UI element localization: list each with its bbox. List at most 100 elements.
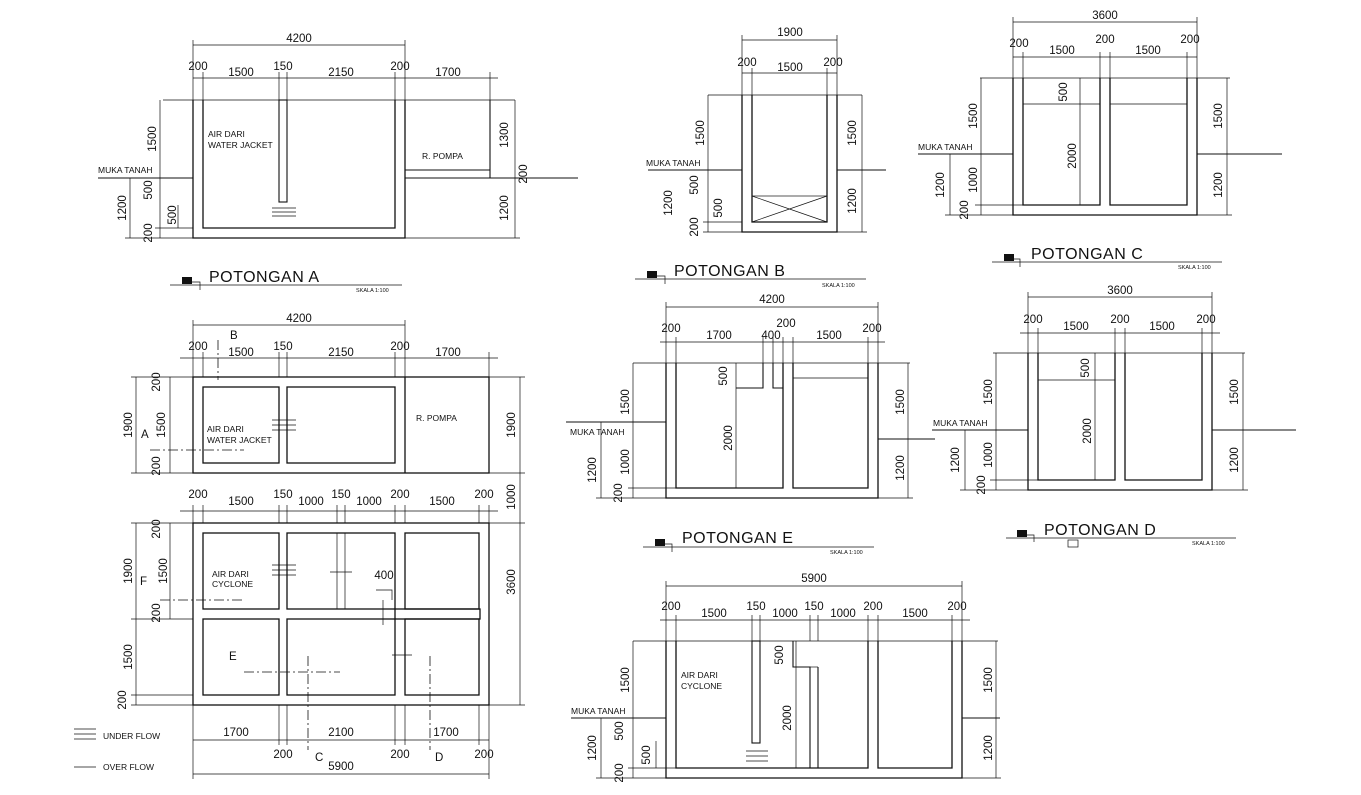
dim-label: 500	[143, 180, 155, 199]
dim-label: 500	[1080, 358, 1092, 377]
section-b-drawing: 1900 200 1500 200 1500 1200 500 500 200 …	[646, 27, 886, 237]
dim-label: 1200	[847, 188, 859, 214]
inlet-source-label: CYCLONE	[681, 681, 722, 691]
dim-label: 1700	[433, 727, 459, 739]
dim-label: 200	[151, 603, 163, 622]
dim-label: 1200	[1229, 447, 1241, 473]
dim-label: 200	[474, 749, 493, 761]
dim-label: 2150	[328, 347, 354, 359]
dim-label: 1500	[895, 389, 907, 415]
section-mark-a: A	[141, 429, 149, 441]
dim-label: 1500	[695, 120, 707, 146]
dim-label: 1200	[499, 195, 511, 221]
dim-label: 1500	[777, 62, 803, 74]
ground-level-label: MUKA TANAH	[933, 418, 987, 428]
dim-label: 150	[273, 341, 292, 353]
dim-label: 200	[143, 223, 155, 242]
section-marker-icon	[182, 277, 192, 284]
dim-label: 1200	[895, 455, 907, 481]
dim-label: 1500	[620, 389, 632, 415]
inlet-source-label: CYCLONE	[212, 579, 253, 589]
section-c-drawing: 3600 200 1500 200 1500 200 1500 1200 100…	[918, 10, 1282, 220]
dim-label: 1700	[706, 330, 732, 342]
section-mark-c: C	[315, 752, 323, 764]
dim-label: 200	[117, 690, 129, 709]
ground-level-label: MUKA TANAH	[646, 158, 700, 168]
dim-label: 200	[1009, 38, 1028, 50]
dim-label: 2100	[328, 727, 354, 739]
dim-label: 1000	[772, 608, 798, 620]
inlet-label: AIR DARI	[212, 569, 249, 579]
under-flow-label: UNDER FLOW	[103, 731, 160, 741]
dim-label: 1200	[587, 735, 599, 761]
section-marker-icon	[655, 539, 665, 546]
dim-label: 150	[273, 489, 292, 501]
section-b-title-block: POTONGAN B SKALA 1:100	[635, 263, 866, 289]
dim-label: 150	[804, 601, 823, 613]
dim-label: 200	[613, 483, 625, 502]
dim-label: 1000	[506, 484, 518, 510]
dim-label: 1500	[701, 608, 727, 620]
dim-label: 200	[273, 749, 292, 761]
dim-label: 1000	[830, 608, 856, 620]
dim-label: 1500	[983, 667, 995, 693]
dim-label: 1500	[158, 558, 170, 584]
dim-label: 200	[188, 489, 207, 501]
dim-label: 200	[390, 749, 409, 761]
dim-label: 1700	[435, 67, 461, 79]
dim-label: 1200	[935, 172, 947, 198]
inlet-source-label: WATER JACKET	[207, 435, 272, 445]
section-a-drawing: 4200 200 1500 150 2150 200 1700 1500 120…	[98, 33, 578, 243]
dim-plan-total: 4200	[286, 313, 312, 325]
dim-label: 1500	[1049, 45, 1075, 57]
dim-label: 200	[614, 763, 626, 782]
dim-label: 1500	[1063, 321, 1089, 333]
dim-label: 400	[761, 330, 780, 342]
dim-label: 200	[1180, 34, 1199, 46]
section-e-scale: SKALA 1:100	[830, 550, 863, 556]
pump-room-label: R. POMPA	[416, 413, 457, 423]
dim-label: 500	[167, 205, 179, 224]
section-c-title-block: POTONGAN C SKALA 1:100	[992, 246, 1222, 271]
dim-label: 200	[737, 57, 756, 69]
dim-label: 200	[188, 341, 207, 353]
inlet-label: AIR DARI	[681, 670, 718, 680]
dim-label: 500	[713, 198, 725, 217]
dim-label: 1200	[117, 195, 129, 221]
dim-label: 1500	[968, 103, 980, 129]
dim-label: 1500	[228, 67, 254, 79]
dim-label: 1500	[983, 379, 995, 405]
dim-b-total: 1900	[777, 27, 803, 39]
section-mark-e: E	[229, 651, 237, 663]
dim-label: 2150	[328, 67, 354, 79]
dim-label: 1000	[983, 442, 995, 468]
section-c-scale: SKALA 1:100	[1178, 265, 1211, 271]
section-e-drawing: 4200 200 1700 400 200 1500 200 1500 1200…	[566, 294, 935, 503]
dim-label: 150	[746, 601, 765, 613]
inlet-label: AIR DARI	[207, 424, 244, 434]
dim-label: 400	[374, 570, 393, 582]
dim-label: 200	[976, 475, 988, 494]
dim-label: 200	[863, 601, 882, 613]
pump-room-label: R. POMPA	[422, 151, 463, 161]
dim-label: 200	[776, 318, 795, 330]
dim-label: 200	[1196, 314, 1215, 326]
section-mark-b: B	[230, 330, 238, 342]
section-f-drawing: 5900 200 1500 150 1000 150 1000 200 1500…	[571, 573, 1001, 783]
dim-label: 1500	[228, 347, 254, 359]
section-c-title: POTONGAN C	[1031, 246, 1143, 263]
dim-label: 200	[390, 489, 409, 501]
ground-level-label: MUKA TANAH	[570, 427, 624, 437]
dim-label: 200	[390, 61, 409, 73]
dim-label: 1900	[123, 558, 135, 584]
dim-label: 1500	[1213, 103, 1225, 129]
dim-label: 200	[1095, 34, 1114, 46]
dim-label: 1300	[499, 122, 511, 148]
section-a-title-block: POTONGAN A SKALA 1:100	[170, 269, 402, 294]
dim-label: 1500	[816, 330, 842, 342]
dim-plan-lower-total: 5900	[328, 761, 354, 773]
dim-label: 200	[823, 57, 842, 69]
dim-label: 1000	[298, 496, 324, 508]
dim-label: 200	[947, 601, 966, 613]
